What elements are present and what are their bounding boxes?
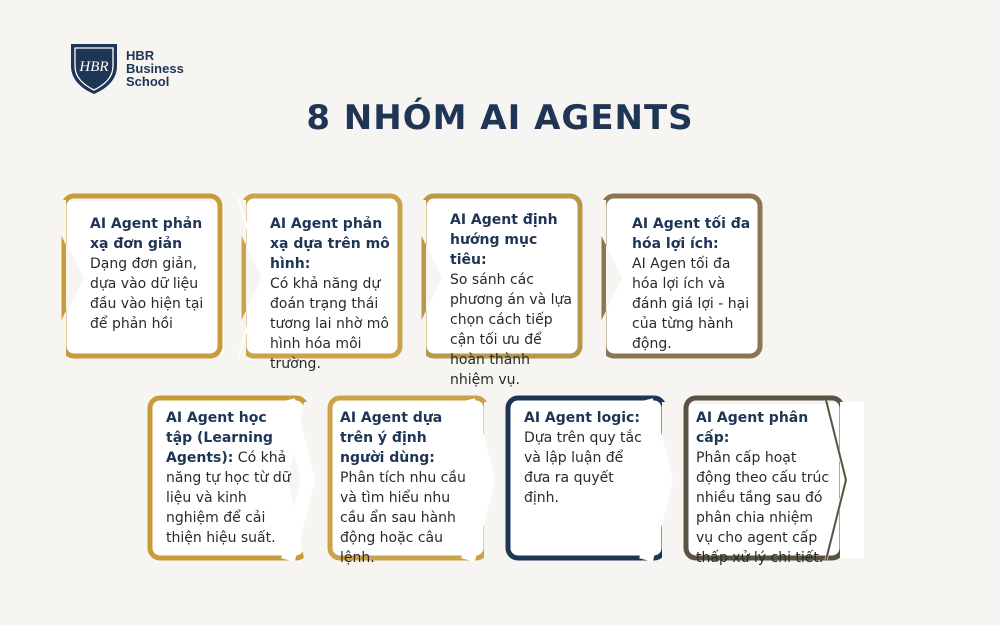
card-text: AI Agent định hướng mục tiêu: So sánh cá… [450,210,574,390]
card-text: AI Agent phản xạ đơn giản Dạng đơn giản,… [90,214,210,334]
card-intent-based: AI Agent dựa trên ý định người dùng: Phâ… [326,394,506,566]
logo: HBR HBR Business School [68,40,184,96]
card-heading: AI Agent dựa trên ý định người dùng: [340,410,443,466]
card-body: Phân tích nhu cầu và tìm hiểu nhu cầu ẩn… [340,470,466,566]
card-heading: AI Agent phản xạ dựa trên mô hình: [270,216,390,272]
card-body: So sánh các phương án và lựa chọn cách t… [450,272,572,388]
card-text: AI Agent học tập (Learning Agents): Có k… [166,408,296,548]
card-heading: AI Agent phân cấp: [696,410,809,446]
card-text: AI Agent tối đa hóa lợi ích: AI Agen tối… [632,214,756,354]
logo-line-2: Business [126,60,184,76]
card-heading: AI Agent tối đa hóa lợi ích: [632,216,751,252]
card-hierarchical: AI Agent phân cấp: Phân cấp hoạt động th… [682,394,864,566]
logo-line-3: School [126,73,170,89]
card-model-based: AI Agent phản xạ dựa trên mô hình: Có kh… [224,192,404,372]
card-text: AI Agent phản xạ dựa trên mô hình: Có kh… [270,214,394,374]
card-text: AI Agent dựa trên ý định người dùng: Phâ… [340,408,470,568]
logo-line-1: HBR [126,47,155,63]
card-logic: AI Agent logic: Dựa trên quy tắc và lập … [504,394,684,562]
card-learning: AI Agent học tập (Learning Agents): Có k… [146,394,326,562]
card-simple-reflex: AI Agent phản xạ đơn giản Dạng đơn giản,… [44,192,224,360]
card-body: Dựa trên quy tắc và lập luận để đưa ra q… [524,430,642,506]
card-body: Có khả năng tự học từ dữ liệu và kinh ng… [166,450,291,546]
card-text: AI Agent phân cấp: Phân cấp hoạt động th… [696,408,832,568]
card-body: Phân cấp hoạt động theo cấu trúc nhiều t… [696,450,830,566]
card-body: Có khả năng dự đoán trạng thái tương lai… [270,276,389,372]
svg-text:HBR: HBR [78,59,108,75]
card-heading: AI Agent định hướng mục tiêu: [450,212,558,268]
card-body: Dạng đơn giản, dựa vào dữ liệu đầu vào h… [90,256,204,332]
card-goal-based: AI Agent định hướng mục tiêu: So sánh cá… [404,192,584,388]
page-title: 8 NHÓM AI AGENTS [306,98,694,138]
logo-text: HBR Business School [126,49,184,88]
card-utility-based: AI Agent tối đa hóa lợi ích: AI Agen tối… [584,192,764,360]
shield-icon: HBR [71,44,117,94]
card-heading: AI Agent học tập (Learning Agents): [166,410,273,466]
card-heading: AI Agent logic: [524,410,640,426]
card-text: AI Agent logic: Dựa trên quy tắc và lập … [524,408,648,508]
card-heading: AI Agent phản xạ đơn giản [90,216,203,252]
card-body: AI Agen tối đa hóa lợi ích và đánh giá l… [632,256,750,352]
